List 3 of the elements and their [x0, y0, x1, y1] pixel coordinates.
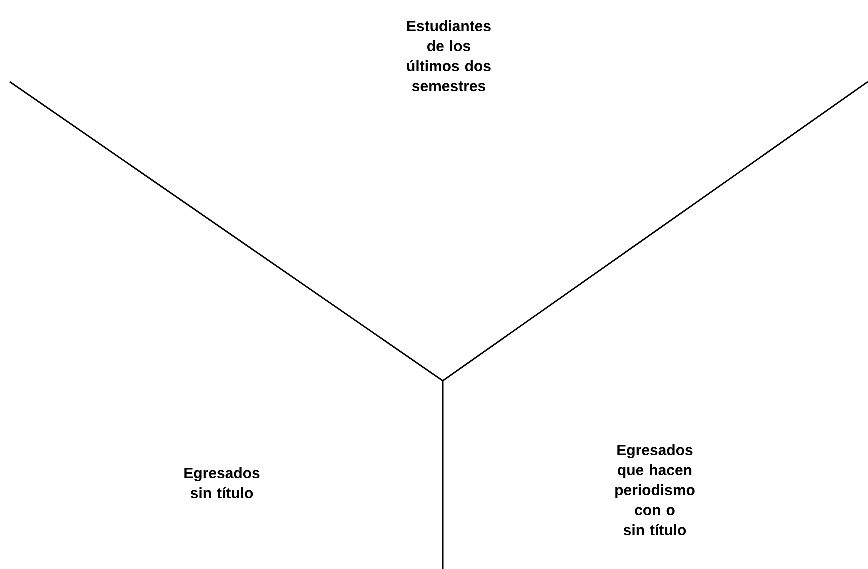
region-label: Estudiantes de los últimos dos semestres [407, 20, 491, 92]
region-label: Egresados que hacen periodismo con o sin título [616, 444, 695, 536]
region-label: Egresados sin título [184, 467, 260, 498]
